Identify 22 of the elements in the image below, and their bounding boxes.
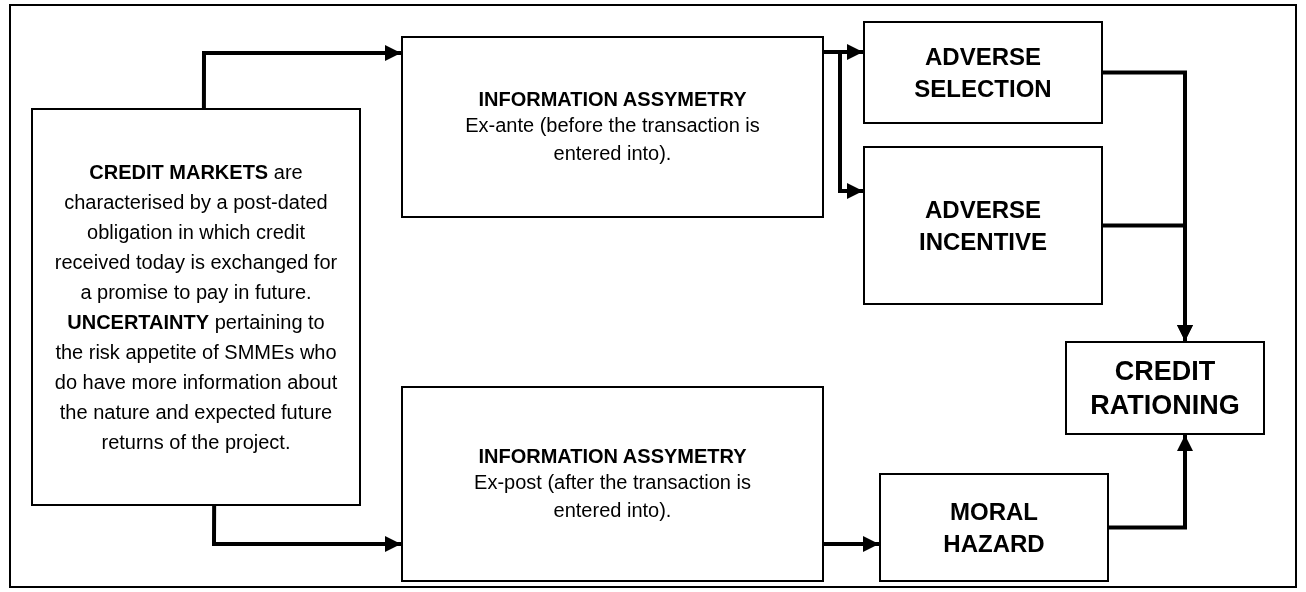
box-title: ADVERSE SELECTION [913, 41, 1053, 104]
process-box [401, 36, 824, 218]
arrow [1109, 435, 1193, 530]
box-title: CREDIT RATIONING [1089, 355, 1241, 422]
process-box [863, 146, 1103, 305]
arrow [201, 45, 401, 108]
arrow [1103, 223, 1193, 341]
description-text: CREDIT MARKETS are characterised by a post-dated obligation in which credit received today is exchanged for a promise to pay in future. UNCERTAINTY pertaining to the risk appetite of SMMEs who do have more information about the nature and expected future returns of the project. [53, 160, 339, 455]
arrow [824, 536, 879, 552]
box-heading: INFORMATION ASSYMETRY [478, 444, 747, 468]
box-description: Ex-post (after the transaction is entered into). [473, 469, 752, 523]
arrow [212, 506, 401, 552]
text-box [31, 108, 361, 506]
box-description: Ex-ante (before the transaction is entered into). [464, 112, 761, 166]
process-box [879, 473, 1109, 582]
process-box [863, 21, 1103, 124]
outcome-box [1065, 341, 1265, 435]
box-title: ADVERSE INCENTIVE [918, 194, 1048, 257]
box-title: MORAL HAZARD [942, 496, 1046, 559]
arrow [824, 50, 863, 199]
box-heading: INFORMATION ASSYMETRY [478, 87, 747, 111]
process-box [401, 386, 824, 582]
